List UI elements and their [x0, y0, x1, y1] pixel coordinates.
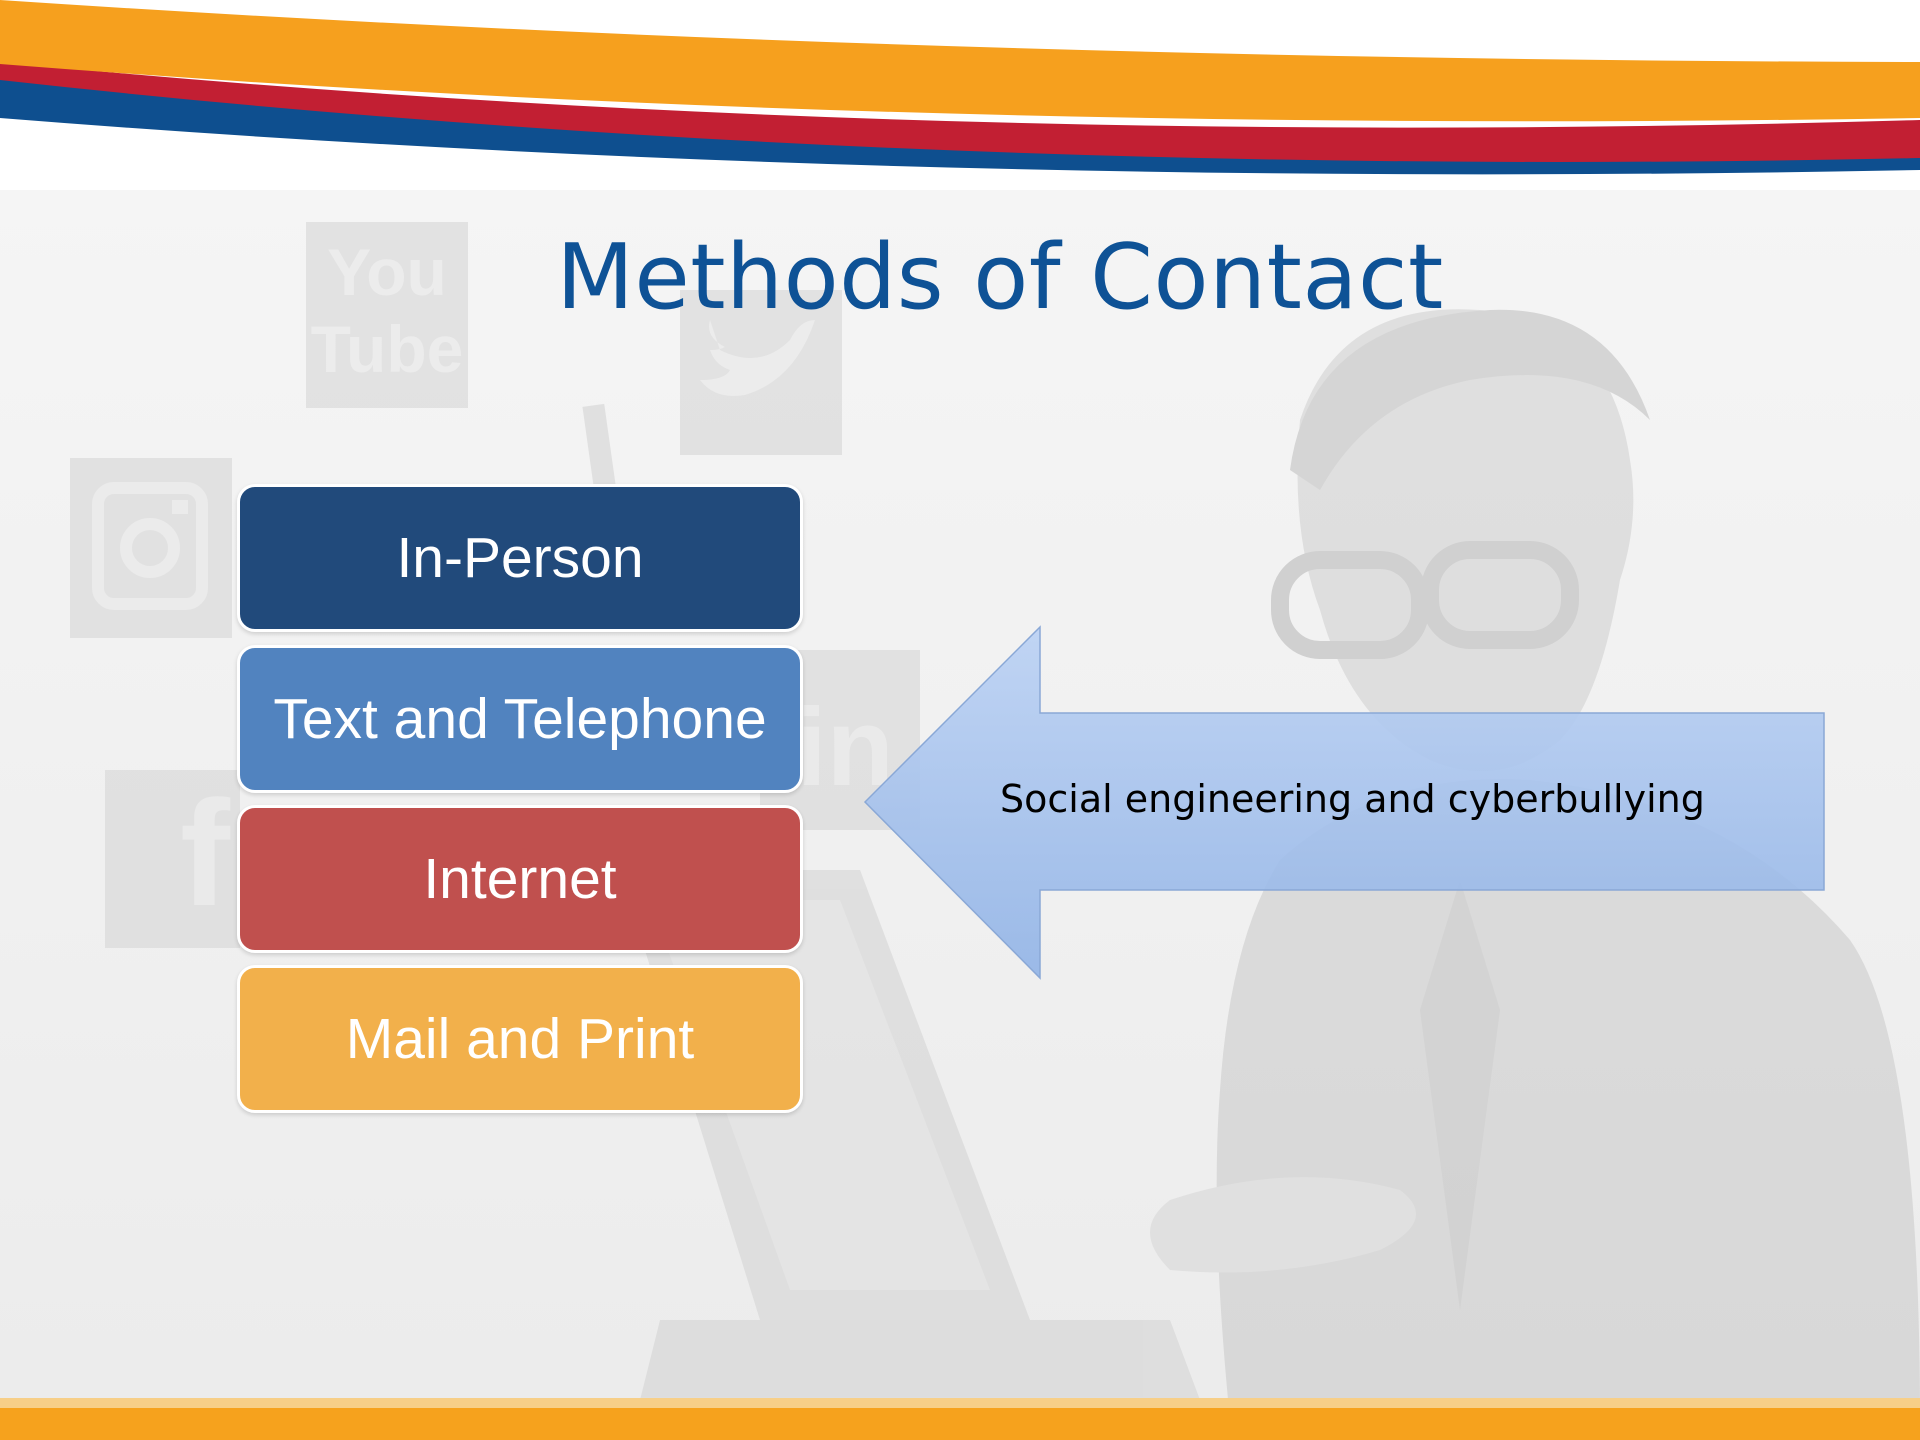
swoosh-orange-band [0, 0, 1920, 122]
header-swoosh [0, 0, 1920, 190]
method-box-text-and-telephone: Text and Telephone [237, 645, 803, 793]
svg-text:You: You [327, 235, 447, 309]
method-box-mail-and-print: Mail and Print [237, 965, 803, 1113]
person-silhouette [1150, 309, 1920, 1420]
swoosh-orange [0, 0, 1920, 60]
twitter-icon [680, 290, 842, 455]
slide-title: Methods of Contact [556, 225, 1444, 330]
youtube-icon: You Tube [306, 222, 468, 408]
method-box-internet: Internet [237, 805, 803, 953]
swoosh-blue [0, 76, 1920, 175]
arrow-label: Social engineering and cyberbullying [1000, 777, 1705, 821]
footer-band [0, 1408, 1920, 1440]
instagram-icon [70, 458, 232, 638]
svg-text:f: f [180, 769, 231, 937]
facebook-icon: f [105, 769, 240, 948]
swoosh-red [0, 62, 1920, 162]
svg-text:Tube: Tube [311, 312, 464, 386]
method-box-in-person: In-Person [237, 484, 803, 632]
footer-band-light [0, 1398, 1920, 1408]
